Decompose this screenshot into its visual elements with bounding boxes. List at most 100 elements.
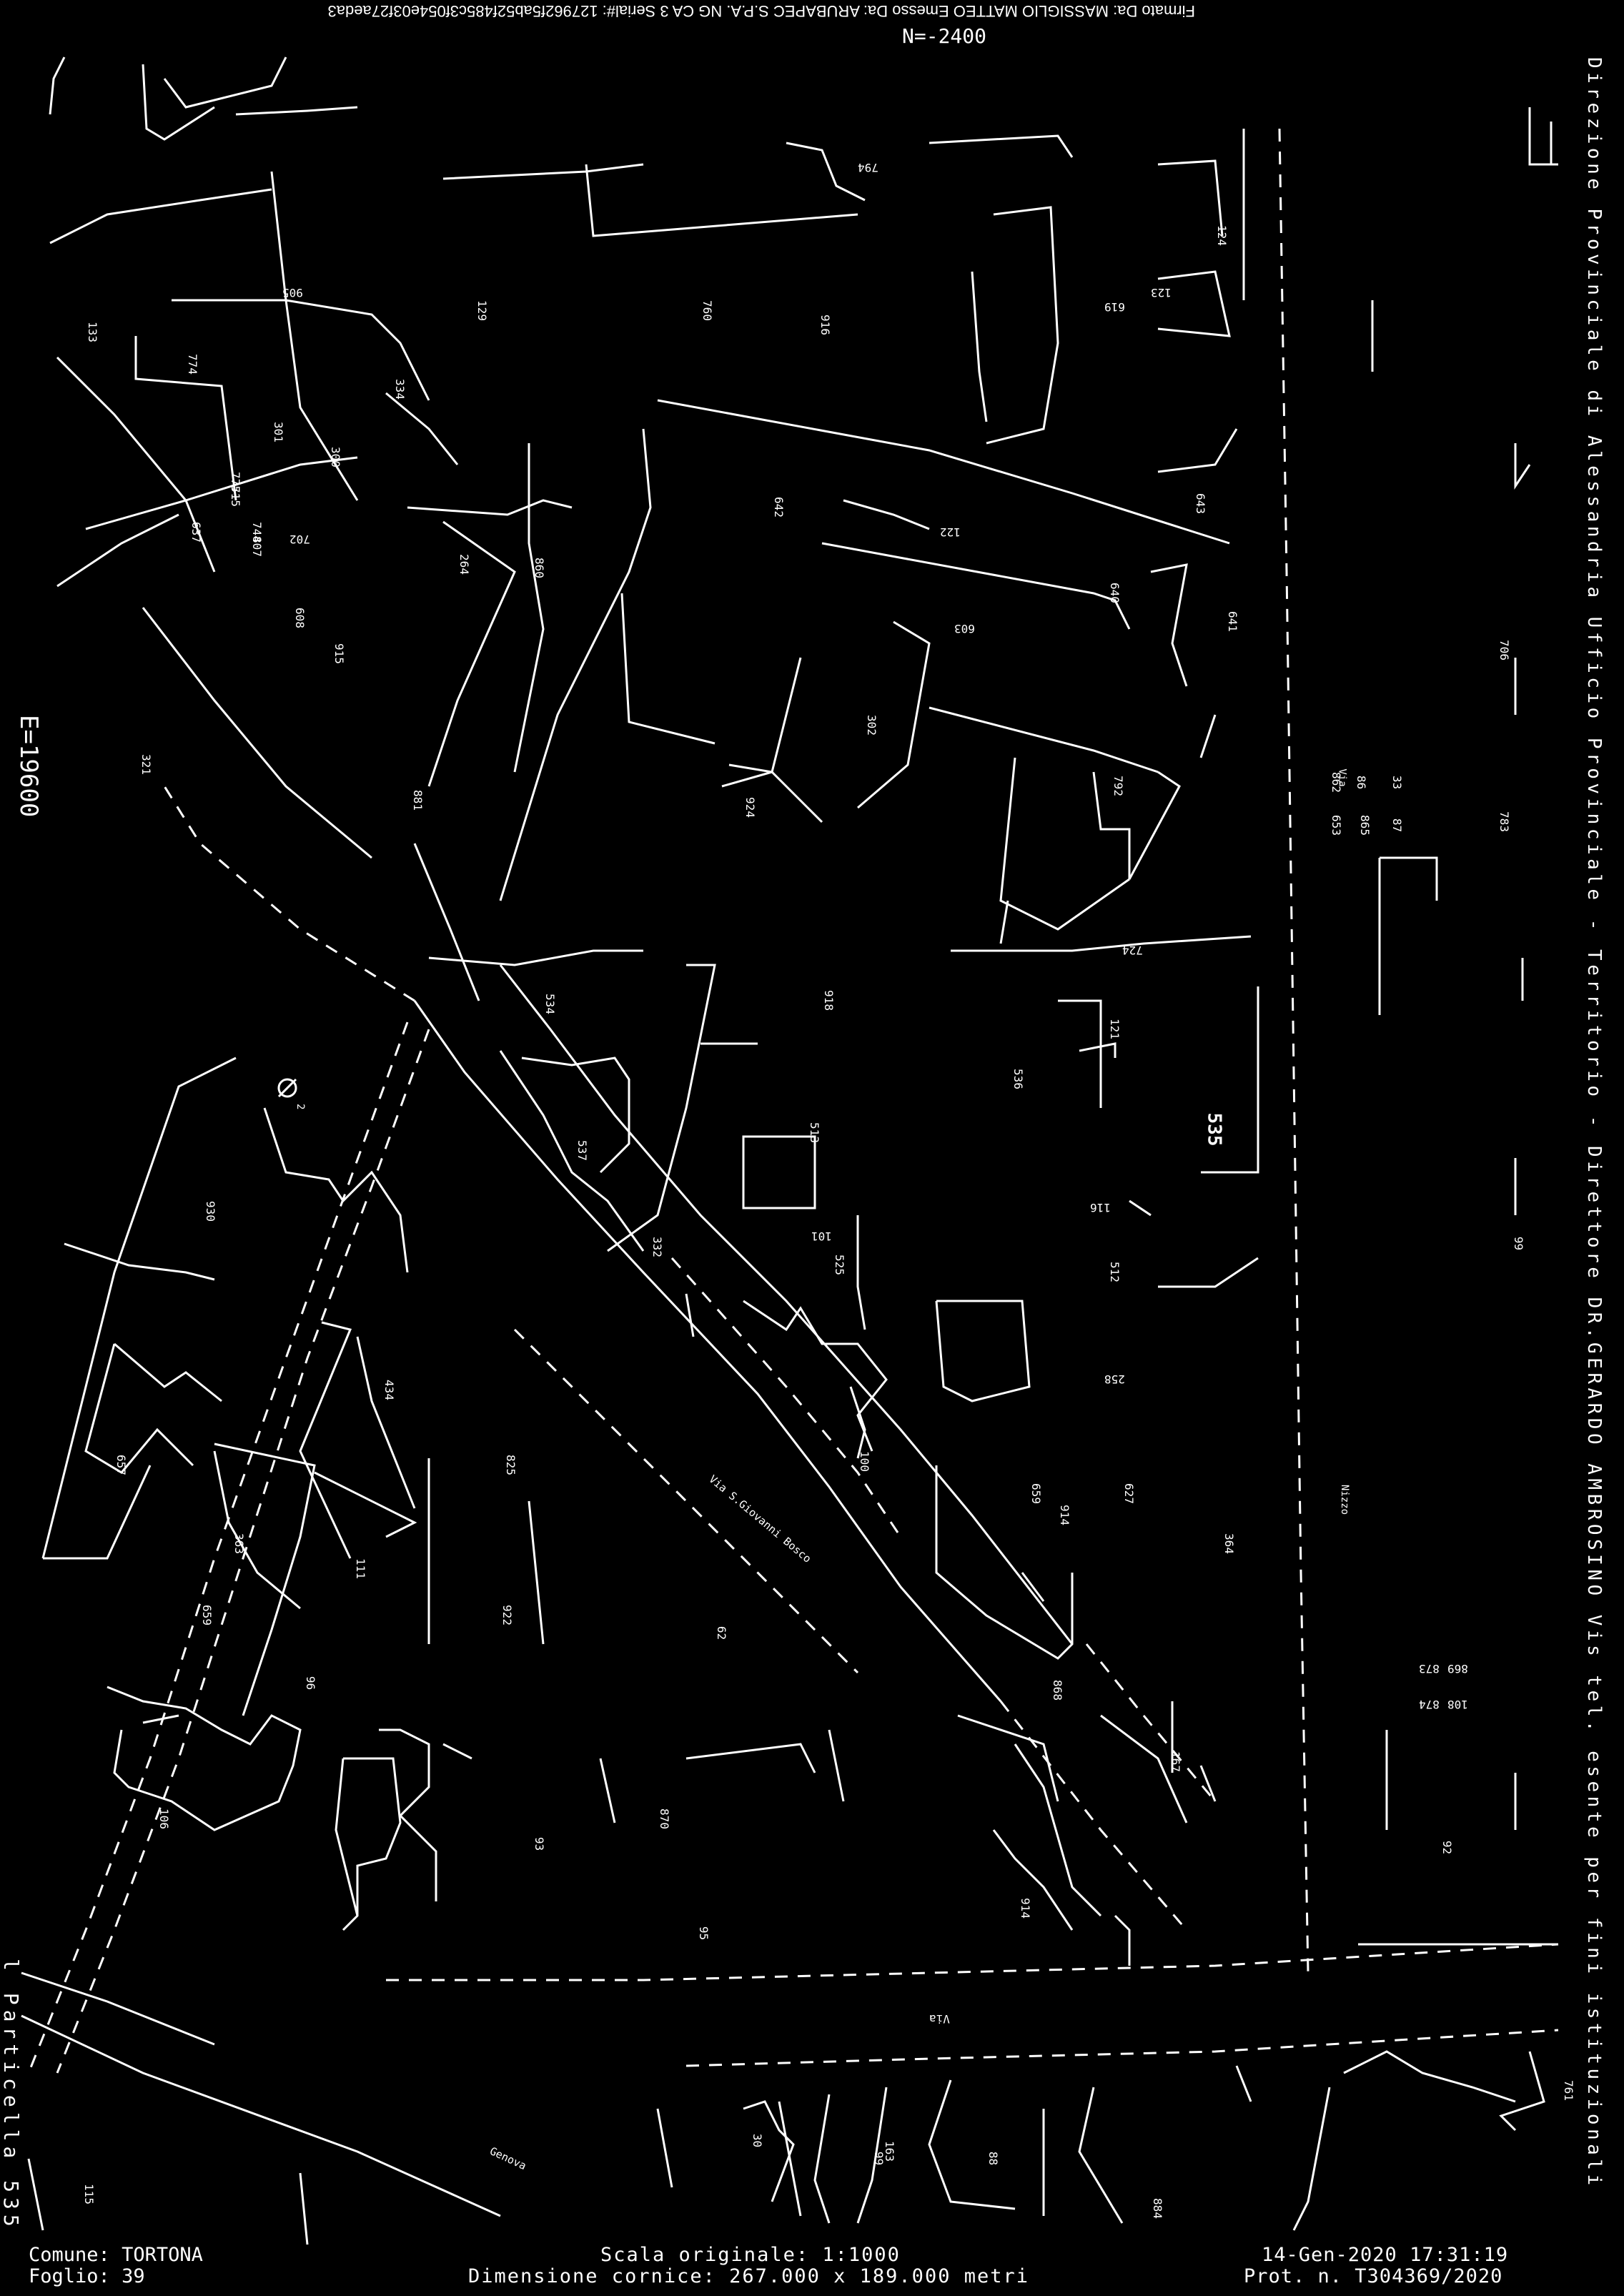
road-edge (21, 2014, 501, 2217)
comune-label: Comune: (29, 2244, 110, 2266)
parcel-boundary (314, 1471, 417, 1538)
parcel-boundary (114, 1342, 222, 1402)
parcel-number: 619 (1104, 300, 1125, 314)
via-edge (685, 2029, 1559, 2067)
parcel-boundary (1100, 1714, 1188, 1824)
parcel-number: 659 (199, 1605, 214, 1625)
parcel-number: 868 (1050, 1680, 1064, 1701)
left-margin-particella: l Particella 535 (0, 1959, 23, 2232)
parcel-boundary (413, 843, 480, 1001)
parcel-boundary (786, 142, 866, 202)
parcel-number: 121 (1107, 1019, 1122, 1039)
parcel-number: 874 (1419, 1698, 1440, 1711)
parcel-boundary (999, 900, 1009, 944)
parcel-boundary (685, 1293, 695, 1337)
foglio-label: Foglio: (29, 2265, 110, 2287)
parcel-boundary (442, 1743, 472, 1760)
parcel-number: 869 (1447, 1662, 1468, 1676)
parcel-number: 870 (657, 1808, 671, 1829)
parcel-number: 627 (1122, 1483, 1136, 1504)
parcel-number: 653 (1329, 815, 1343, 836)
street-via-nizza: Nizzo (1339, 1484, 1351, 1515)
parcel-number: 862 (1329, 772, 1343, 793)
parcel-number: 702 (289, 533, 310, 546)
parcel-number: 873 (1419, 1662, 1440, 1676)
via-nizza-edge (1380, 856, 1438, 901)
parcel-number: 434 (382, 1380, 396, 1400)
parcel-boundary (521, 1057, 630, 1174)
parcel-boundary (685, 1743, 816, 1773)
parcel-boundary (1150, 563, 1188, 687)
parcel-number: 87 (1390, 818, 1405, 833)
road-edge-dashed (670, 1257, 902, 1538)
parcel-number: 865 (1357, 815, 1372, 836)
parcel-number: 657 (114, 1455, 128, 1475)
parcel-number: 122 (940, 525, 961, 539)
road-edge (413, 1000, 1002, 1702)
parcel-number: 30 (751, 2133, 765, 2148)
parcel-boundary (84, 1343, 194, 1474)
parcel-boundary (134, 336, 237, 501)
parcel-number: 99 (1512, 1236, 1526, 1251)
parcel-boundary (299, 1321, 352, 1559)
parcel-number: 364 (1222, 1533, 1236, 1554)
footer-foglio: Foglio: 39 (29, 2266, 145, 2287)
parcel-boundary (999, 757, 1130, 931)
parcel-boundary (107, 1686, 302, 1831)
parcel-number: 96 (304, 1676, 318, 1691)
parcel-boundary (1199, 714, 1217, 758)
parcel-boundary (172, 299, 430, 401)
parcel-boundary (407, 499, 573, 516)
parcel-boundary (1021, 1572, 1045, 1602)
parcel-boundary (356, 1336, 416, 1509)
footer-protocol: Prot. n. T304369/2020 (1244, 2265, 1503, 2287)
parcel-boundary (49, 188, 272, 244)
parcel-boundary (607, 964, 716, 1252)
parcel-number: 914 (1057, 1505, 1071, 1525)
parcel-boundary (857, 620, 931, 809)
via-edge (386, 1943, 1559, 1981)
parcel-number: 133 (85, 322, 99, 342)
parcel-number: 300 (328, 447, 342, 467)
north-arrow-icon: 2 (277, 1078, 306, 1109)
parcel-number: 825 (503, 1455, 518, 1475)
parcel-number: 807 (249, 536, 264, 557)
parcel-number: 637 (189, 522, 203, 543)
parcel-number: 33 (1390, 775, 1405, 790)
parcel-boundary (1058, 999, 1102, 1108)
parcel-number: 641 (1225, 611, 1239, 632)
parcel-number: 608 (292, 608, 307, 628)
parcel-number: 525 (832, 1255, 846, 1275)
parcel-boundary (929, 706, 1159, 773)
parcel-boundary (1158, 1257, 1259, 1288)
parcel-number: 640 (1107, 583, 1122, 603)
parcel-boundary (856, 1215, 866, 1330)
parcel-boundary (1079, 1042, 1116, 1058)
parcel-boundary (142, 607, 372, 859)
parcel-number: 95 (697, 1926, 711, 1941)
parcel-number: 163 (882, 2141, 896, 2162)
via-nizza-edge (1514, 443, 1531, 490)
parcel-boundary (986, 206, 1059, 445)
parcel-boundary (442, 163, 644, 180)
road-edge-dashed (513, 1328, 859, 1674)
parcel-boundary (528, 1500, 545, 1645)
parcel-number: 881 (410, 790, 425, 811)
parcel-number: 930 (203, 1201, 217, 1222)
parcel-number: 106 (157, 1808, 171, 1829)
parcel-number: 258 (1104, 1372, 1125, 1386)
parcel-number: 62 (715, 1625, 729, 1641)
parcel-number: 111 (353, 1558, 367, 1579)
parcel-boundary (214, 1443, 316, 1716)
parcel-number: 916 (818, 315, 832, 335)
parcel-number: 321 (139, 754, 153, 775)
parcel-boundary (1292, 2087, 1331, 2231)
parcel-boundary (821, 542, 1131, 630)
parcel-number: 88 (986, 2151, 1001, 2166)
parcel-number: 761 (1561, 2080, 1575, 2101)
parcel-boundary (49, 56, 66, 115)
parcel-number: 513 (807, 1122, 821, 1143)
parcel-boundary (85, 456, 358, 530)
parcel-number: 129 (475, 300, 489, 321)
